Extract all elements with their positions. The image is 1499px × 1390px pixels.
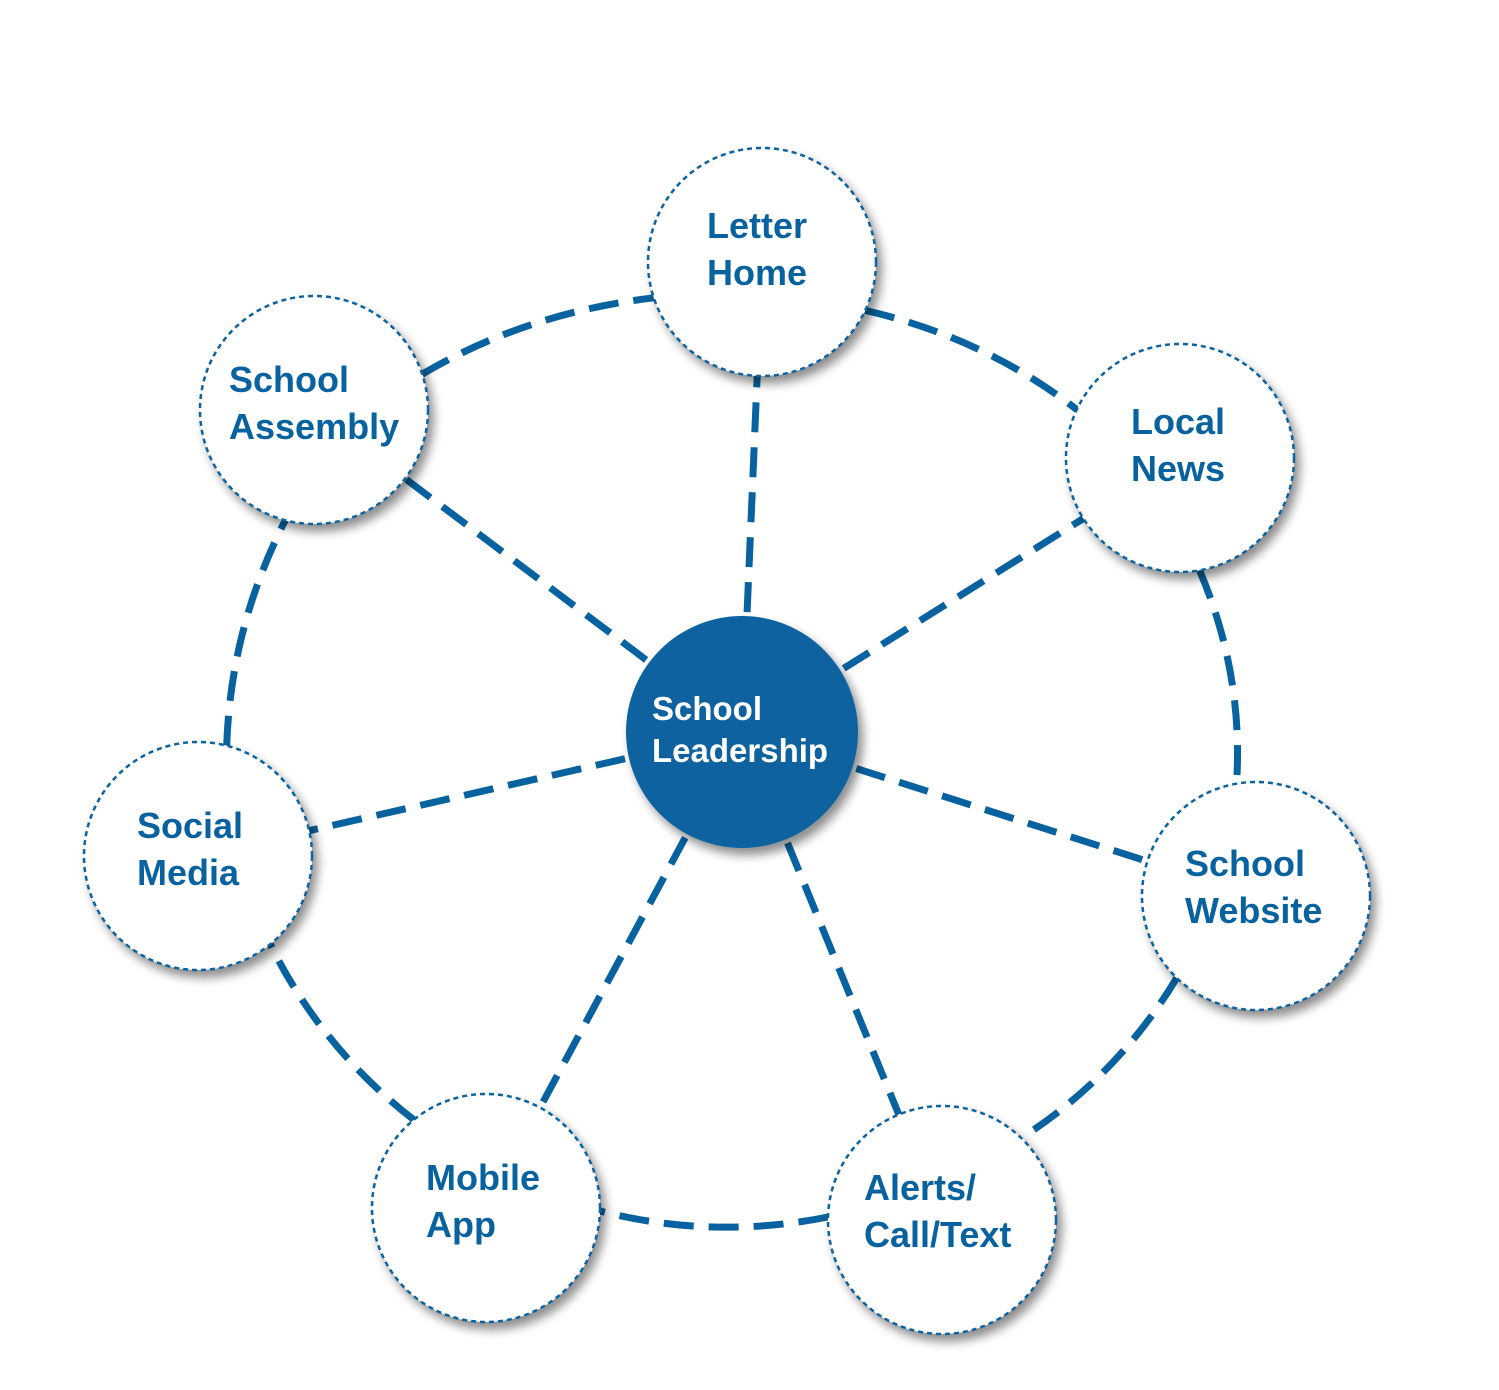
spoke-connector-social-media bbox=[308, 755, 626, 835]
node-label-school-assembly-line-2: Assembly bbox=[229, 406, 399, 447]
center-node-circle bbox=[626, 616, 858, 848]
ring-connector-local-news-to-school-website bbox=[1196, 568, 1242, 784]
node-circle-school-assembly bbox=[198, 294, 430, 526]
ring-connector-mobile-app-to-social-media bbox=[267, 942, 416, 1123]
ring-connections bbox=[223, 294, 1242, 1231]
node-circle-social-media bbox=[82, 740, 314, 972]
node-label-social-media-line-1: Social bbox=[137, 805, 243, 846]
node-label-school-website-line-2: Website bbox=[1185, 890, 1322, 931]
node-label-mobile-app-line-1: Mobile bbox=[426, 1157, 540, 1198]
node-circle-letter-home bbox=[646, 146, 878, 378]
node-label-alerts-call-text-line-1: Alerts/ bbox=[864, 1167, 976, 1208]
node-circle-mobile-app bbox=[370, 1092, 602, 1324]
node-circle-school-website bbox=[1140, 780, 1372, 1012]
node-alerts-call-text: Alerts/Call/Text bbox=[826, 1104, 1058, 1336]
center-label-line-1: School bbox=[652, 690, 762, 727]
ring-connector-alerts-call-text-to-mobile-app bbox=[599, 1207, 829, 1231]
ring-connector-letter-home-to-local-news bbox=[864, 306, 1079, 413]
spoke-connections bbox=[308, 375, 1149, 1116]
node-circle-alerts-call-text bbox=[826, 1104, 1058, 1336]
node-label-letter-home-line-1: Letter bbox=[707, 205, 807, 246]
node-label-school-website-line-1: School bbox=[1185, 843, 1305, 884]
node-label-mobile-app-line-2: App bbox=[426, 1204, 496, 1245]
node-circle-local-news bbox=[1064, 342, 1296, 574]
ring-connector-school-website-to-alerts-call-text bbox=[1019, 976, 1180, 1142]
ring-connector-school-assembly-to-letter-home bbox=[420, 294, 655, 378]
nodes: LetterHomeLocalNewsSchoolWebsiteAlerts/C… bbox=[82, 146, 1372, 1336]
node-label-letter-home-line-2: Home bbox=[707, 252, 807, 293]
node-label-social-media-line-2: Media bbox=[137, 852, 240, 893]
spoke-connector-alerts-call-text bbox=[784, 841, 903, 1116]
spoke-connector-letter-home bbox=[743, 375, 761, 613]
center-label-line-2: Leadership bbox=[652, 732, 828, 769]
ring-connector-social-media-to-school-assembly bbox=[223, 518, 289, 746]
node-label-school-assembly-line-1: School bbox=[229, 359, 349, 400]
node-label-alerts-call-text-line-2: Call/Text bbox=[864, 1214, 1011, 1255]
spoke-connector-local-news bbox=[841, 515, 1086, 672]
node-label-local-news-line-1: Local bbox=[1131, 401, 1225, 442]
spoke-connector-school-assembly bbox=[402, 475, 649, 663]
node-label-local-news-line-2: News bbox=[1131, 448, 1225, 489]
spoke-connector-mobile-app bbox=[536, 836, 689, 1110]
spoke-connector-school-website bbox=[855, 765, 1149, 865]
